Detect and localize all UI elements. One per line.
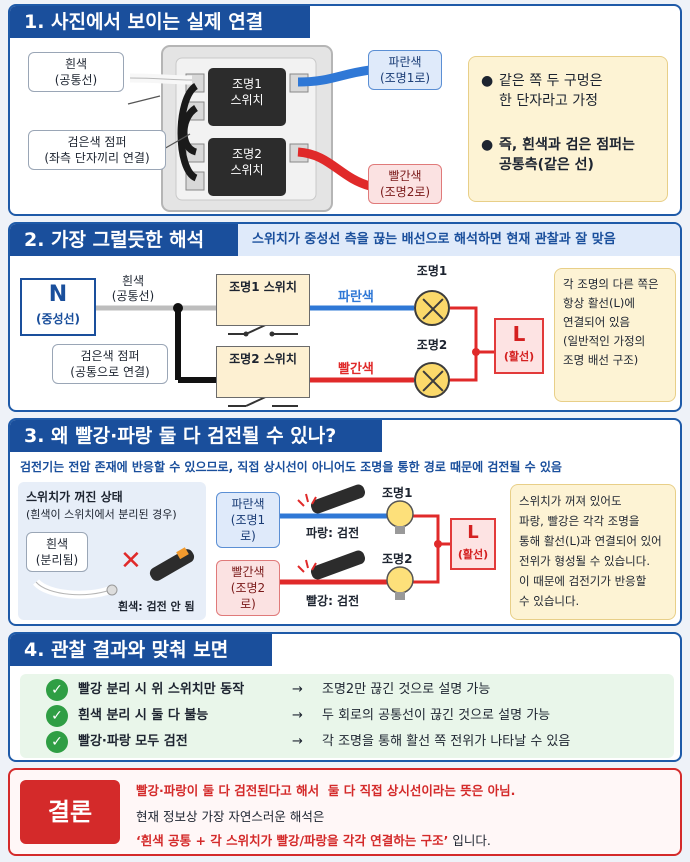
result-row: ✓ 흰색 분리 시 둘 다 불능 → 두 회로의 공통선이 끊긴 것으로 설명 … bbox=[46, 704, 666, 728]
white-result: 흰색: 검전 안 됨 bbox=[118, 600, 195, 613]
circuit-diagram bbox=[96, 303, 494, 407]
section-2-title: 2. 가장 그럴듯한 해석 bbox=[10, 224, 238, 256]
check-icon: ✓ bbox=[46, 705, 68, 727]
result-explanation: 두 회로의 공통선이 끊긴 것으로 설명 가능 bbox=[322, 708, 551, 723]
section-1: 1. 사진에서 보이는 실제 연결 흰색 (공통선) 검은색 점퍼 (좌측 단자… bbox=[8, 4, 682, 216]
bullet-dot-icon: ● bbox=[481, 73, 494, 89]
check-icon: ✓ bbox=[46, 679, 68, 701]
conclusion-line-1: 빨강·파랑이 둘 다 검전된다고 해서 둘 다 직접 상시선이라는 뜻은 아님. bbox=[136, 783, 516, 798]
results-list: ✓ 빨강 분리 시 위 스위치만 동작 → 조명2만 끊긴 것으로 설명 가능 … bbox=[20, 674, 674, 758]
white-separated-label: 흰색 (분리됨) bbox=[26, 532, 88, 572]
red-result: 빨강: 검전 bbox=[306, 594, 360, 608]
switch-photo-illustration bbox=[127, 45, 372, 212]
lamp1-label-s3: 조명1 bbox=[382, 486, 413, 500]
neutral-label: (중성선) bbox=[35, 312, 81, 326]
neutral-box: N (중성선) bbox=[20, 278, 96, 336]
section-2-subtitle: 스위치가 중성선 측을 끊는 배선으로 해석하면 현재 관찰과 잘 맞음 bbox=[238, 224, 680, 256]
switch-off-title: 스위치가 꺼진 상태 bbox=[26, 490, 123, 504]
red-wire-label: 빨간색 (조명2로) bbox=[368, 164, 442, 204]
result-observation: 빨강·파랑 모두 검전 bbox=[78, 734, 188, 749]
live-symbol-s3: L bbox=[467, 522, 479, 543]
blue-wire-text: 파란색 bbox=[338, 290, 374, 305]
switch-off-panel: 스위치가 꺼진 상태 (흰색이 스위치에서 분리된 경우) 흰색 (분리됨) ✕… bbox=[18, 482, 206, 620]
conclusion-tail: 입니다. bbox=[448, 833, 491, 848]
note-bullet-2-text: 즉, 흰색과 검은 점퍼는 공통측(같은 선) bbox=[499, 137, 635, 173]
blue-result: 파랑: 검전 bbox=[306, 526, 360, 540]
live-symbol: L bbox=[512, 322, 526, 346]
black-jumper-label: 검은색 점퍼 (좌측 단자끼리 연결) bbox=[28, 130, 166, 170]
check-icon: ✓ bbox=[46, 731, 68, 753]
voltage-tester-off-icon bbox=[149, 547, 195, 581]
conclusion-panel: 결론 빨강·파랑이 둘 다 검전된다고 해서 둘 다 직접 상시선이라는 뜻은 … bbox=[8, 768, 682, 856]
cross-icon: ✕ bbox=[120, 546, 142, 576]
result-explanation: 각 조명을 통해 활선 쪽 전위가 나타날 수 있음 bbox=[322, 734, 571, 749]
switch1-label: 조명1 스위치 bbox=[230, 77, 264, 107]
note-bullet-2: ● 즉, 흰색과 검은 점퍼는 공통측(같은 선) bbox=[481, 135, 635, 175]
section-4: 4. 관찰 결과와 맞춰 보면 ✓ 빨강 분리 시 위 스위치만 동작 → 조명… bbox=[8, 632, 682, 762]
conclusion-line-2: 현재 정보상 가장 자연스러운 해석은 bbox=[136, 809, 325, 824]
conclusion-line-3: ‘흰색 공통 + 각 스위치가 빨강/파랑을 각각 연결하는 구조’ 입니다. bbox=[136, 830, 676, 849]
switch2-title: 조명2 스위치 bbox=[229, 352, 297, 366]
switch2-box: 조명2 스위치 bbox=[216, 346, 310, 398]
lamp2-label-s3: 조명2 bbox=[382, 552, 413, 566]
white-wire-cut bbox=[32, 579, 118, 599]
section-2-note-text: 각 조명의 다른 쪽은 항상 활선(L)에 연결되어 있음 (일반적인 가정의 … bbox=[563, 277, 659, 367]
result-row: ✓ 빨강 분리 시 위 스위치만 동작 → 조명2만 끊긴 것으로 설명 가능 bbox=[46, 678, 666, 702]
switch-off-subtitle: (흰색이 스위치에서 분리된 경우) bbox=[26, 508, 177, 521]
red-wire-text: 빨간색 bbox=[338, 362, 374, 377]
result-row: ✓ 빨강·파랑 모두 검전 → 각 조명을 통해 활선 쪽 전위가 나타날 수 … bbox=[46, 730, 666, 754]
result-observation: 흰색 분리 시 둘 다 불능 bbox=[78, 708, 209, 723]
section-3-note: 스위치가 꺼져 있어도 파랑, 빨강은 각각 조명을 통해 활선(L)과 연결되… bbox=[510, 484, 676, 620]
result-arrow: → bbox=[292, 734, 303, 749]
section-3-note-text: 스위치가 꺼져 있어도 파랑, 빨강은 각각 조명을 통해 활선(L)과 연결되… bbox=[519, 494, 662, 608]
jumper-common-label: 검은색 점퍼 (공통으로 연결) bbox=[52, 344, 168, 384]
section-1-title: 1. 사진에서 보이는 실제 연결 bbox=[10, 6, 310, 38]
note-bullet-1-text: 같은 쪽 두 구멍은 한 단자라고 가정 bbox=[499, 73, 603, 109]
lamp1-icon bbox=[414, 290, 450, 326]
switch1-box: 조명1 스위치 bbox=[216, 274, 310, 326]
result-arrow: → bbox=[292, 682, 303, 697]
result-explanation: 조명2만 끊긴 것으로 설명 가능 bbox=[322, 682, 491, 697]
tester-circuit bbox=[280, 484, 450, 600]
live-box-s3: L (활선) bbox=[450, 518, 496, 570]
conclusion-emphasis: ‘흰색 공통 + 각 스위치가 빨강/파랑을 각각 연결하는 구조’ bbox=[136, 833, 449, 848]
section-2: 2. 가장 그럴듯한 해석 스위치가 중성선 측을 끊는 배선으로 해석하면 현… bbox=[8, 222, 682, 412]
section-1-note: ● 같은 쪽 두 구멍은 한 단자라고 가정 ● 즉, 흰색과 검은 점퍼는 공… bbox=[468, 56, 668, 202]
section-3-title: 3. 왜 빨강·파랑 둘 다 검전될 수 있나? bbox=[10, 420, 382, 452]
red-tester-tag: 빨간색 (조명2로) bbox=[216, 560, 280, 616]
section-2-note: 각 조명의 다른 쪽은 항상 활선(L)에 연결되어 있음 (일반적인 가정의 … bbox=[554, 268, 676, 402]
lamp2-icon bbox=[414, 362, 450, 398]
blue-tester-tag: 파란색 (조명1로) bbox=[216, 492, 280, 548]
result-observation: 빨강 분리 시 위 스위치만 동작 bbox=[78, 682, 245, 697]
lamp1-label: 조명1 bbox=[416, 264, 448, 278]
live-box: L (활선) bbox=[494, 318, 544, 374]
bullet-dot-icon: ● bbox=[481, 137, 494, 153]
lamp2-label: 조명2 bbox=[416, 338, 448, 352]
white-common-label: 흰색 (공통선) bbox=[111, 274, 155, 303]
section-3: 3. 왜 빨강·파랑 둘 다 검전될 수 있나? 검전기는 전압 존재에 반응할… bbox=[8, 418, 682, 626]
conclusion-badge: 결론 bbox=[20, 780, 120, 844]
note-bullet-1: ● 같은 쪽 두 구멍은 한 단자라고 가정 bbox=[481, 71, 603, 111]
switch2-label: 조명2 스위치 bbox=[230, 147, 264, 177]
switch1-title: 조명1 스위치 bbox=[229, 280, 297, 294]
live-label-s3: (활선) bbox=[457, 548, 489, 561]
live-label: (활선) bbox=[503, 350, 535, 363]
section-4-title: 4. 관찰 결과와 맞춰 보면 bbox=[10, 634, 272, 666]
section-3-subtitle: 검전기는 전압 존재에 반응할 수 있으므로, 직접 상시선이 아니어도 조명을… bbox=[20, 460, 562, 474]
white-wire-label: 흰색 (공통선) bbox=[28, 52, 124, 92]
neutral-symbol: N bbox=[48, 282, 68, 307]
blue-wire-label: 파란색 (조명1로) bbox=[368, 50, 442, 90]
result-arrow: → bbox=[292, 708, 303, 723]
